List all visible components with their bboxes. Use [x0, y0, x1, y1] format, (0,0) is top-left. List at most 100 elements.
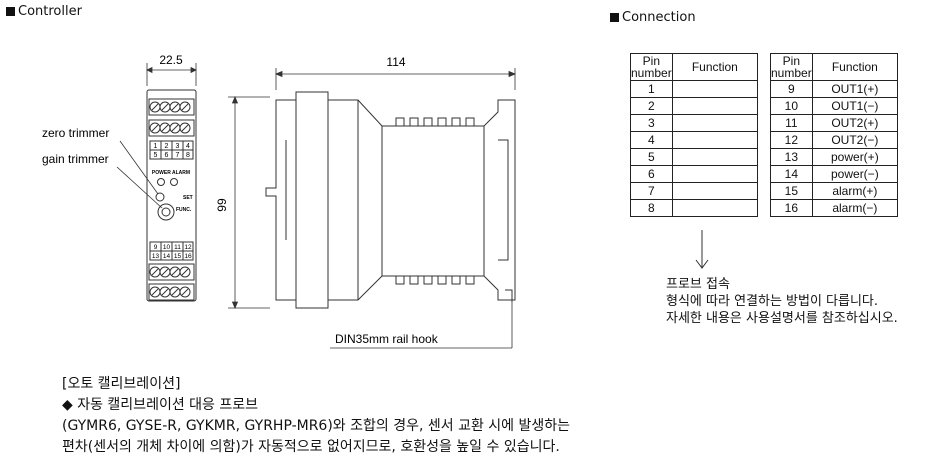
function-cell: power(+): [811, 148, 899, 166]
length-dimension-label: 114: [386, 55, 405, 69]
function-cell: OUT2(+): [811, 114, 899, 132]
function-cell: power(−): [811, 165, 899, 183]
probe-arrow-icon: [695, 230, 709, 269]
pin-cell: 4: [630, 131, 673, 149]
rail-hook-leader: [330, 302, 513, 349]
connection-heading: Connection: [610, 10, 696, 25]
terminal-number: 9: [154, 244, 158, 251]
function-header: Function: [811, 53, 899, 81]
pin-cell: 9: [770, 80, 813, 98]
table-row: 1: [630, 80, 759, 98]
function-cell: OUT1(−): [811, 97, 899, 115]
top-terminal-numbers: 1 2 3 4 5 6 7 8: [154, 143, 191, 159]
pin-cell: 6: [630, 165, 673, 183]
trimmer-leaders: [116, 140, 163, 209]
square-bullet-icon: [610, 13, 619, 22]
terminal-number: 12: [184, 244, 192, 251]
bottom-terminal-numbers: 9 10 11 12 13 14 15 16: [152, 244, 192, 260]
table-row: 3: [630, 114, 759, 132]
terminal-number: 13: [152, 253, 160, 260]
terminal-number: 10: [163, 244, 171, 251]
set-label: SET: [183, 195, 193, 201]
pin-cell: 7: [630, 182, 673, 200]
front-view: [146, 89, 197, 302]
pin-cell: 1: [630, 80, 673, 98]
function-cell: OUT1(+): [811, 80, 899, 98]
pin-cell: 14: [770, 165, 813, 183]
pin-cell: 2: [630, 97, 673, 115]
gain-trimmer-label: gain trimmer: [42, 152, 109, 166]
connection-heading-text: Connection: [622, 10, 696, 25]
function-cell: [671, 148, 759, 166]
note-line: 자세한 내용은 사용설명서를 참조하십시오.: [666, 311, 898, 326]
terminal-number: 8: [186, 152, 190, 159]
terminal-number: 11: [174, 244, 181, 251]
table-row: 5: [630, 148, 759, 166]
pin-cell: 3: [630, 114, 673, 132]
pin-cell: 10: [770, 97, 813, 115]
rail-hook-label: DIN35mm rail hook: [335, 332, 439, 346]
top-screw-row-2: [149, 122, 191, 134]
terminal-number: 1: [154, 143, 158, 150]
controller-heading-text: Controller: [18, 4, 82, 19]
table-row: 8: [630, 199, 759, 217]
function-cell: OUT2(−): [811, 131, 899, 149]
auto-calibration-line: (GYMR6, GYSE-R, GYKMR, GYRHP-MR6)와 조합의 경…: [62, 418, 571, 434]
auto-calibration-text: [오토 캘리브레이션] ◆ 자동 캘리브레이션 대응 프로브 (GYMR6, G…: [62, 374, 570, 458]
table-row: 4: [630, 131, 759, 149]
table-row: 2: [630, 97, 759, 115]
func-label: FUNC.: [176, 207, 192, 213]
pin-cell: 12: [770, 131, 813, 149]
auto-calibration-line: ◆ 자동 캘리브레이션 대응 프로브: [62, 397, 259, 413]
auto-calibration-line: 편차(센서의 개체 차이에 의함)가 자동적으로 없어지므로, 호환성을 높일 …: [62, 439, 560, 455]
width-dimension: [146, 63, 197, 86]
height-dimension: [228, 95, 270, 310]
pin-cell: 16: [770, 199, 813, 217]
height-dimension-label: 99: [215, 198, 229, 212]
power-alarm-label: POWER ALARM: [152, 170, 190, 176]
note-line: 형식에 따라 연결하는 방법이 다릅니다.: [666, 294, 879, 309]
table-row: 7: [630, 182, 759, 200]
function-cell: alarm(+): [811, 182, 899, 200]
function-cell: [671, 182, 759, 200]
connection-note: 프로브 접속 형식에 따라 연결하는 방법이 다릅니다. 자세한 내용은 사용설…: [666, 276, 898, 327]
controller-drawing: 22.5: [42, 53, 517, 349]
function-header: Function: [671, 53, 759, 81]
terminal-number: 7: [176, 152, 180, 159]
pin-cell: 15: [770, 182, 813, 200]
terminal-number: 14: [163, 253, 171, 260]
zero-trimmer-label: zero trimmer: [42, 126, 109, 140]
note-line: 프로브 접속: [666, 277, 730, 292]
terminal-number: 15: [174, 253, 182, 260]
bottom-screw-row-1: [149, 266, 191, 278]
length-dimension: [274, 68, 517, 90]
function-cell: [671, 97, 759, 115]
bottom-screw-row-2: [149, 286, 191, 298]
terminal-number: 2: [165, 143, 169, 150]
pin-cell: 13: [770, 148, 813, 166]
terminal-number: 3: [176, 143, 180, 150]
terminal-number: 6: [165, 152, 169, 159]
terminal-number: 4: [186, 143, 190, 150]
square-bullet-icon: [6, 7, 15, 16]
controller-heading: Controller: [6, 4, 82, 19]
auto-calibration-title: [오토 캘리브레이션]: [62, 376, 181, 392]
side-view: [265, 91, 516, 309]
pin-cell: 8: [630, 199, 673, 217]
function-cell: [671, 80, 759, 98]
function-cell: [671, 114, 759, 132]
pin-cell: 11: [770, 114, 813, 132]
